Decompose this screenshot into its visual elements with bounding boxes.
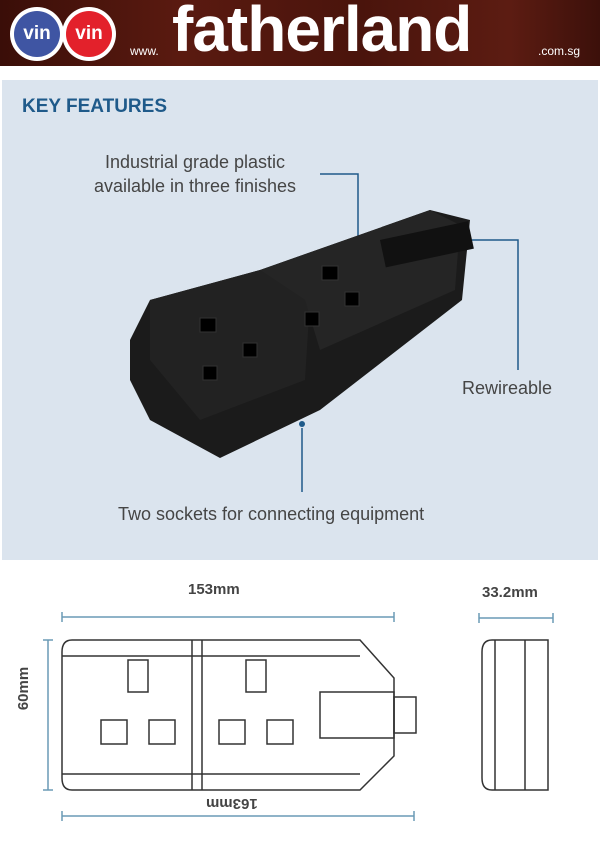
extension-socket xyxy=(130,210,474,458)
side-view xyxy=(481,639,549,791)
callout-rewireable: Rewireable xyxy=(462,378,553,398)
key-features-title: KEY FEATURES xyxy=(22,96,167,117)
callout-lines xyxy=(301,173,519,492)
product-photo xyxy=(130,173,519,492)
site-banner: vin vin www. fatherland .com.sg xyxy=(0,0,600,66)
callout-dot xyxy=(299,421,305,427)
callout-sockets: Two sockets for connecting equipment xyxy=(118,504,425,524)
dimension-width-bottom: 163mm xyxy=(206,795,258,812)
dimension-drawing xyxy=(43,612,554,821)
logo-vin-blue: vin xyxy=(10,7,64,61)
callout-plastic: Industrial grade plastic available in th… xyxy=(93,152,297,196)
front-view xyxy=(61,639,417,791)
dimension-depth: 33.2mm xyxy=(482,584,538,601)
dimension-height: 60mm xyxy=(15,666,33,711)
brand-name: fatherland xyxy=(172,0,472,65)
brand-prefix: www. xyxy=(130,44,159,58)
logo-vin-red: vin xyxy=(62,7,116,61)
brand-suffix: .com.sg xyxy=(538,44,581,58)
dimension-width-top: 153mm xyxy=(188,581,240,598)
